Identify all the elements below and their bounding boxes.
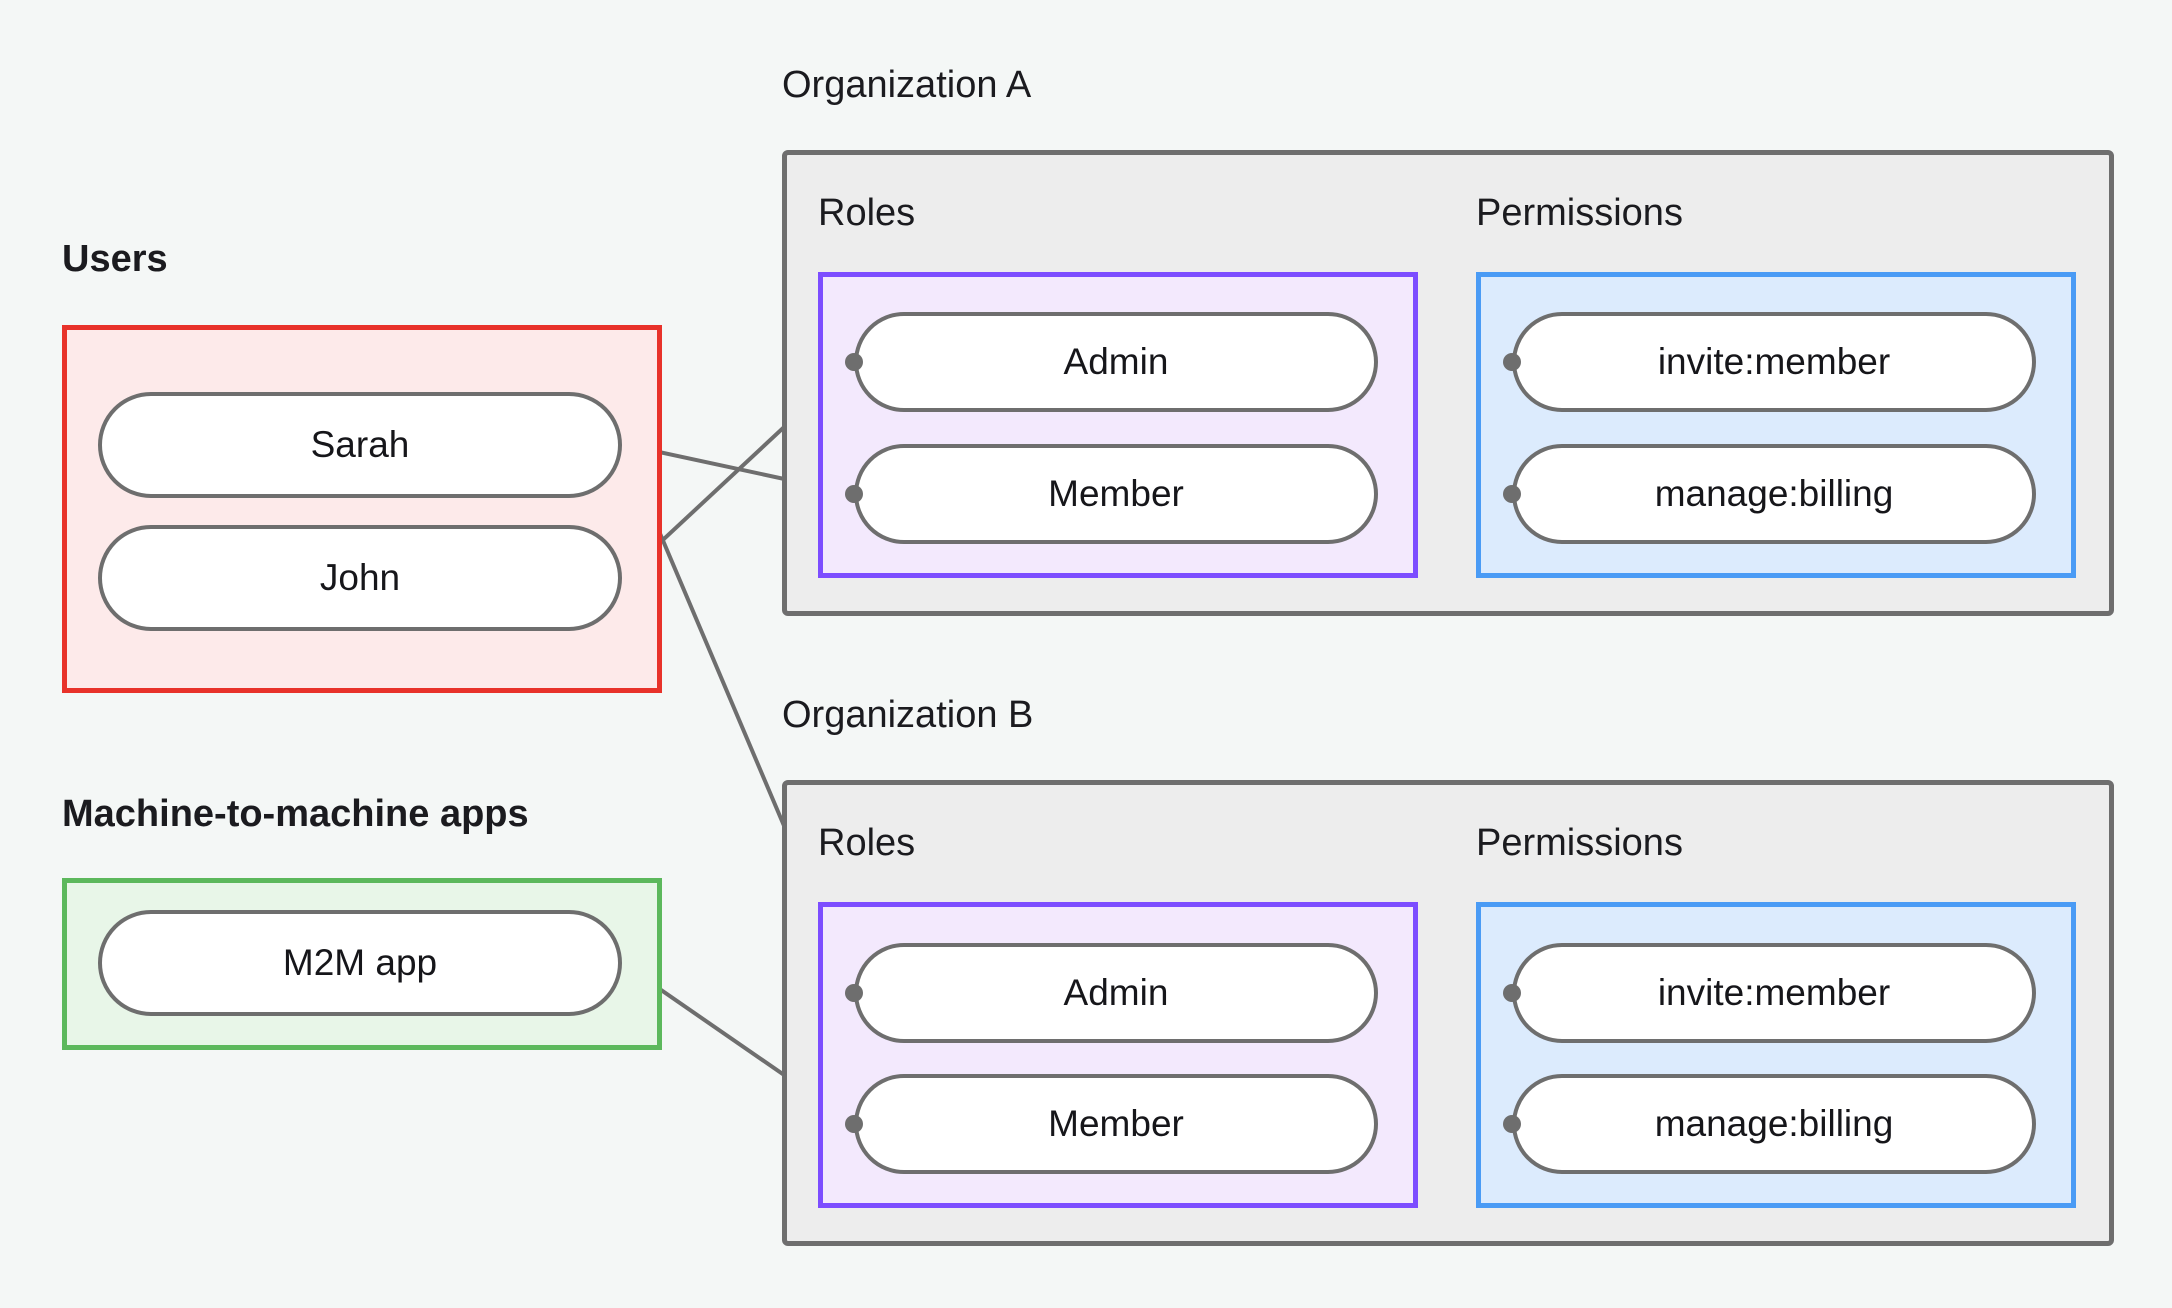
user-node-sarah[interactable]: Sarah [98,392,622,498]
org-b-permission-invite-member[interactable]: invite:member [1512,943,2036,1043]
dot-org-a-admin-in [845,353,863,371]
org-b-permission-manage-billing[interactable]: manage:billing [1512,1074,2036,1174]
dot-org-a-member-in [845,485,863,503]
org-b-title: Organization B [782,694,1034,736]
users-group-box [62,325,662,693]
org-b-roles-label: Roles [818,822,916,864]
m2m-group-title: Machine-to-machine apps [62,793,529,835]
dot-org-b-invite-in [1503,984,1521,1002]
m2m-node-app[interactable]: M2M app [98,910,622,1016]
users-group-title: Users [62,238,168,280]
org-b-role-member[interactable]: Member [854,1074,1378,1174]
dot-org-b-billing-in [1503,1115,1521,1133]
org-a-title: Organization A [782,64,1032,106]
user-node-john[interactable]: John [98,525,622,631]
org-b-role-admin[interactable]: Admin [854,943,1378,1043]
dot-org-b-member-in [845,1115,863,1133]
org-a-role-member[interactable]: Member [854,444,1378,544]
dot-org-a-billing-in [1503,485,1521,503]
org-a-permissions-label: Permissions [1476,192,1683,234]
org-a-role-admin[interactable]: Admin [854,312,1378,412]
org-b-permissions-label: Permissions [1476,822,1683,864]
dot-org-a-invite-in [1503,353,1521,371]
org-a-roles-label: Roles [818,192,916,234]
dot-org-b-admin-in [845,984,863,1002]
org-a-permission-invite-member[interactable]: invite:member [1512,312,2036,412]
org-a-permission-manage-billing[interactable]: manage:billing [1512,444,2036,544]
